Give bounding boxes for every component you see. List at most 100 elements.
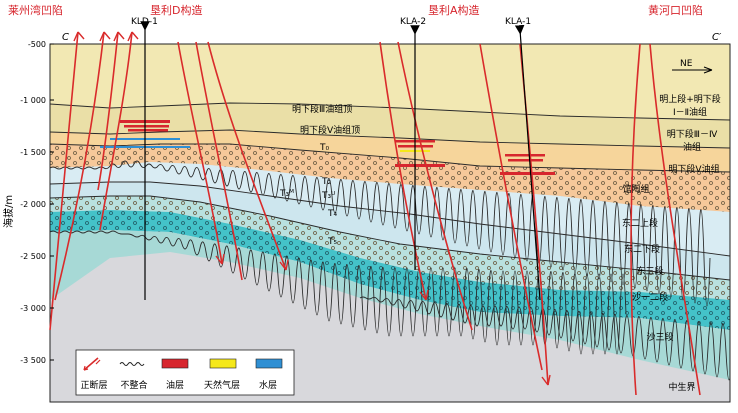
stratigraphic-layers xyxy=(50,44,730,402)
fault-arrow xyxy=(419,289,429,301)
formation-labels: 明上段+明下段 Ⅰ－Ⅱ油组 明下段Ⅲ－Ⅳ 油组 明下段Ⅴ油组 馆陶组 东二上段 … xyxy=(622,93,721,393)
fault-arrow xyxy=(73,31,85,42)
north-arrow-label: NE xyxy=(680,59,693,69)
formation-sha1-2: 沙一二段 xyxy=(632,291,668,303)
fault-line xyxy=(207,41,287,271)
fault-line xyxy=(649,43,701,396)
label-t4: T₄ xyxy=(327,209,337,219)
horizon-line xyxy=(50,181,730,257)
fault-line xyxy=(379,41,427,301)
well-label-kla2: KLA-2 xyxy=(400,17,426,27)
label-left-depression: 莱州湾凹陷 xyxy=(8,3,63,17)
fault-line xyxy=(177,41,223,265)
well-kla1 xyxy=(514,24,541,301)
oil-bed xyxy=(124,125,169,128)
legend-icon-water xyxy=(255,358,283,369)
label-t3m: T₃ᴹ xyxy=(279,189,294,199)
fault-line xyxy=(99,31,133,231)
label-structure-d: 垦利D构造 xyxy=(150,3,202,17)
fault-line xyxy=(479,43,543,371)
fault-line xyxy=(397,41,473,331)
fault-arrow xyxy=(99,31,111,42)
y-axis: -500 -1 000 -1 500 -2 000 -2 500 -3 000 … xyxy=(20,40,46,365)
formation-dong3: 东三段 xyxy=(636,265,663,277)
fault-arrow xyxy=(541,374,551,386)
formation-sha3: 沙三段 xyxy=(646,331,673,343)
layer-dong2-lower xyxy=(50,182,730,280)
layer-minghua-mid xyxy=(50,103,730,148)
legend-label-fault: 正断层 xyxy=(80,379,107,391)
fault-arrows xyxy=(73,31,551,386)
fault-line xyxy=(630,43,641,396)
oil-bed xyxy=(508,159,543,162)
oil-bed xyxy=(128,129,168,132)
legend-label-water: 水层 xyxy=(259,379,277,391)
fault-line xyxy=(97,31,119,191)
horizon-line xyxy=(50,143,730,173)
y-tick-label: -1 000 xyxy=(20,96,46,105)
north-arrow-head xyxy=(703,66,713,74)
horizon-line xyxy=(50,102,730,121)
layer-guantao-texture xyxy=(50,144,730,212)
faults xyxy=(49,31,701,396)
fault-arrow xyxy=(215,253,225,265)
layer-sha3 xyxy=(50,230,730,380)
reservoir-beds-kla1 xyxy=(500,154,555,175)
oil-bed xyxy=(500,172,555,175)
fault-arrow xyxy=(127,31,139,42)
legend-box xyxy=(75,349,295,396)
legend-icon-oil xyxy=(161,358,189,369)
y-tick-label: -1 500 xyxy=(20,148,46,157)
wells xyxy=(140,21,541,301)
label-right-depression: 黄河口凹陷 xyxy=(648,3,703,17)
y-axis-title: 海拔/m xyxy=(2,195,15,228)
fault-arrow xyxy=(113,31,125,42)
unconformity-line xyxy=(359,296,730,381)
oil-bed xyxy=(395,164,445,167)
layer-minghua-upper xyxy=(50,44,730,120)
north-arrow: NE xyxy=(672,59,713,74)
legend-label-oil: 油层 xyxy=(166,379,184,391)
formation-upper-minghua: 明上段+明下段 xyxy=(659,93,721,105)
well-label-kld1: KLD-1 xyxy=(131,17,158,27)
label-t3u: T₃ᵁ xyxy=(321,191,335,201)
legend-icon-unconformity xyxy=(119,362,145,366)
label-structure-a: 垦利A构造 xyxy=(428,3,480,17)
fault-line xyxy=(54,31,105,301)
y-tick-label: -2 000 xyxy=(20,200,46,209)
fault-arrow xyxy=(279,259,289,271)
formation-mesozoic: 中生界 xyxy=(668,381,695,393)
fault-line xyxy=(49,31,79,331)
formation-dong2-upper: 东二上段 xyxy=(622,217,658,229)
horizon-line xyxy=(50,129,730,149)
y-tick-label: -3 500 xyxy=(20,356,46,365)
y-ticks xyxy=(50,43,54,361)
label-t2: T₂ xyxy=(321,177,331,187)
y-tick-label: -3 000 xyxy=(20,304,46,313)
section-frame xyxy=(49,43,731,403)
layer-minghua-v xyxy=(50,130,730,172)
fault-line xyxy=(195,41,243,281)
formation-lower-v: 明下段Ⅴ油组 xyxy=(668,163,719,175)
legend-icon-fault xyxy=(83,357,101,371)
legend: 正断层 不整合 油层 天然气层 水层 xyxy=(75,349,295,396)
legend-label-gas: 天然气层 xyxy=(204,379,240,391)
section-end-right: C′ xyxy=(712,32,722,43)
y-tick-label: -500 xyxy=(28,40,46,49)
legend-icon-gas xyxy=(209,358,237,369)
label-t0: T₀ xyxy=(319,143,329,153)
label-minghua-iii-top: 明下段Ⅲ油组顶 xyxy=(292,103,352,115)
formation-dong2-lower: 东二下段 xyxy=(624,243,660,255)
formation-lower-iii-iv-sub: 油组 xyxy=(683,141,701,153)
label-t5: T₅ xyxy=(327,237,337,247)
y-tick-label: -2 500 xyxy=(20,252,46,261)
formation-lower-iii-iv: 明下段Ⅲ－Ⅳ xyxy=(667,128,718,140)
legend-label-unconformity: 不整合 xyxy=(120,379,147,391)
formation-upper-minghua-sub: Ⅰ－Ⅱ油组 xyxy=(673,106,707,118)
well-label-kla1: KLA-1 xyxy=(505,17,531,27)
horizon-line xyxy=(50,195,730,281)
section-end-left: C xyxy=(62,32,69,43)
horizon-lines xyxy=(50,102,730,281)
interval-labels: 明下段Ⅲ油组顶 明下段Ⅴ油组顶 T₀ T₂ T₃ᴹ T₃ᵁ T₄ T₅ xyxy=(279,103,360,247)
